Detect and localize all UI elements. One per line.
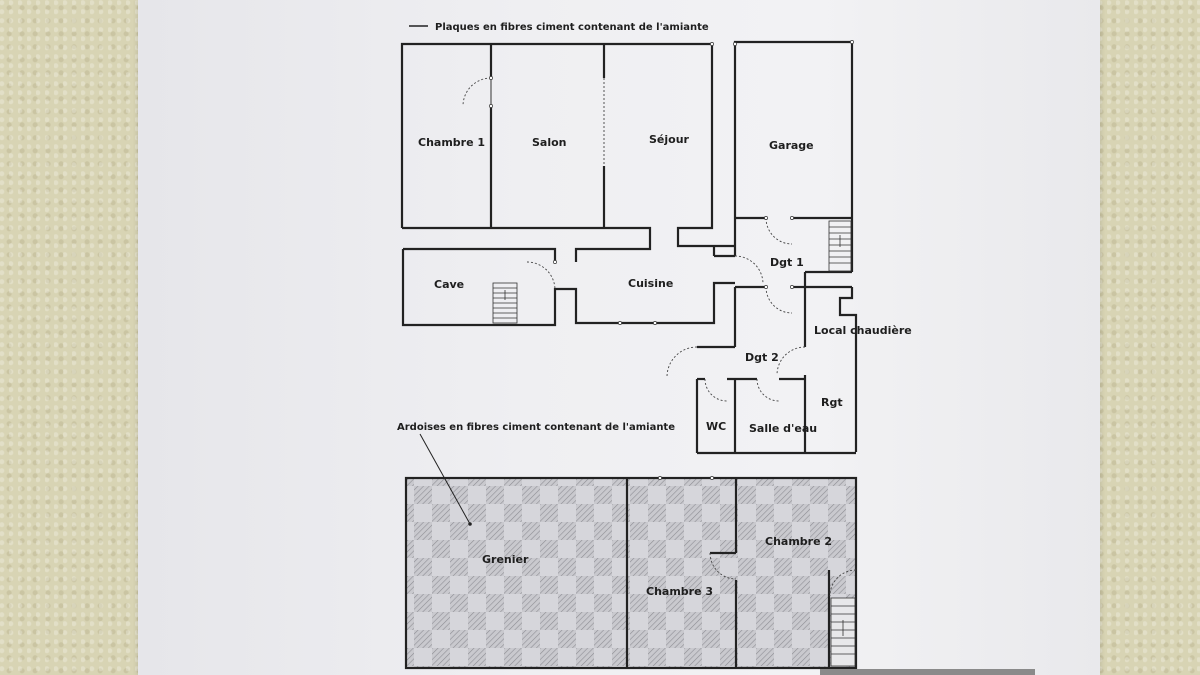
room-label-chambre3: Chambre 3 bbox=[646, 585, 713, 598]
room-label-cave: Cave bbox=[434, 278, 464, 291]
room-label-dgt1: Dgt 1 bbox=[770, 256, 804, 269]
room-label-wc: WC bbox=[706, 420, 726, 433]
room-label-local-chaudiere: Local chaudière bbox=[814, 324, 912, 337]
upper-floor bbox=[404, 476, 858, 670]
legend-plates-label: Plaques en fibres ciment contenant de l'… bbox=[435, 22, 709, 33]
legend-plates: Plaques en fibres ciment contenant de l'… bbox=[409, 22, 709, 33]
slates-leader-line bbox=[419, 433, 471, 525]
legend-slates-label: Ardoises en fibres ciment contenant de l… bbox=[397, 422, 675, 433]
room-label-chambre2: Chambre 2 bbox=[765, 535, 832, 548]
room-label-rgt: Rgt bbox=[821, 396, 843, 409]
next-page-edge bbox=[820, 669, 1035, 675]
room-label-salle-eau: Salle d'eau bbox=[749, 422, 817, 435]
room-label-cuisine: Cuisine bbox=[628, 277, 673, 290]
asbestos-slates-area bbox=[406, 478, 856, 668]
ground-floor-walls bbox=[400, 40, 858, 455]
room-label-dgt2: Dgt 2 bbox=[745, 351, 779, 364]
room-label-chambre1: Chambre 1 bbox=[418, 136, 485, 149]
ground-floor-doors bbox=[462, 40, 854, 402]
room-label-salon: Salon bbox=[532, 136, 567, 149]
room-label-sejour: Séjour bbox=[649, 133, 690, 146]
stair-dgt1-icon bbox=[828, 220, 852, 272]
room-label-garage: Garage bbox=[769, 139, 814, 152]
room-label-grenier: Grenier bbox=[482, 553, 529, 566]
stair-cave-icon bbox=[492, 282, 518, 324]
